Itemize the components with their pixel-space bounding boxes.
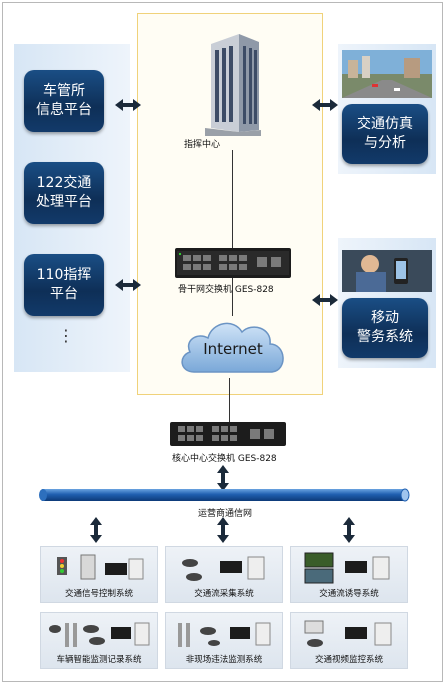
double-arrow-icon — [115, 99, 141, 111]
platform-110: 110指挥 平台 — [24, 254, 104, 316]
double-arrow-icon — [90, 517, 102, 543]
subsystem-label: 交通流诱导系统 — [319, 589, 379, 599]
backbone-switch-label: 骨干网交换机 GES-828 — [178, 285, 274, 295]
double-arrow-icon — [217, 517, 229, 543]
subsystem-nonsite-violation: 非现场违法监测系统 — [165, 612, 283, 669]
platform-122: 122交通 处理平台 — [24, 162, 104, 224]
subsystem-label: 交通视频监控系统 — [314, 655, 383, 665]
link-line — [232, 150, 233, 248]
subsystem-flow-guidance: 交通流诱导系统 — [290, 546, 408, 603]
mobile-police-photo — [342, 250, 432, 292]
building-icon — [205, 30, 261, 136]
platform-line2: 与分析 — [364, 135, 406, 151]
platform-line2: 处理平台 — [36, 194, 92, 210]
platform-line2: 警务系统 — [357, 329, 413, 345]
subsystem-label: 车辆智能监测记录系统 — [56, 655, 142, 665]
platform-line1: 122交通 — [36, 175, 92, 191]
more-platforms-ellipsis: ⋮ — [58, 326, 74, 345]
subsystem-flow-collection: 交通流采集系统 — [165, 546, 283, 603]
carrier-network-label: 运营商通信网 — [198, 509, 253, 519]
subsystem-label: 非现场违法监测系统 — [185, 655, 263, 665]
link-line — [232, 278, 233, 316]
subsystem-label: 交通信号控制系统 — [64, 589, 133, 599]
platform-line1: 110指挥 — [36, 267, 92, 283]
command-center-label: 指挥中心 — [184, 140, 221, 150]
device-group-icon — [182, 556, 265, 581]
device-group-icon — [178, 622, 271, 647]
device-group-icon — [57, 554, 144, 580]
core-switch-label: 核心中心交换机 GES-828 — [172, 454, 277, 464]
platform-line2: 信息平台 — [36, 102, 92, 118]
link-line — [229, 378, 230, 422]
diagram-frame — [2, 2, 443, 682]
platform-line1: 交通仿真 — [357, 116, 413, 132]
device-group-icon — [304, 552, 390, 584]
subsystem-video-surveillance: 交通视频监控系统 — [290, 612, 408, 669]
platform-mobile-police: 移动 警务系统 — [342, 298, 428, 358]
platform-traffic-simulation: 交通仿真 与分析 — [342, 104, 428, 164]
subsystem-label: 交通流采集系统 — [194, 589, 254, 599]
backbone-switch-icon — [175, 248, 291, 278]
double-arrow-icon — [115, 279, 141, 291]
traffic-sim-photo — [342, 50, 432, 98]
double-arrow-icon — [312, 294, 338, 306]
internet-cloud-icon: Internet — [176, 314, 290, 380]
platform-vehicle-admin: 车管所 信息平台 — [24, 70, 104, 132]
double-arrow-icon — [343, 517, 355, 543]
subsystem-vehicle-monitoring: 车辆智能监测记录系统 — [40, 612, 158, 669]
platform-line1: 车管所 — [43, 83, 85, 99]
double-arrow-icon — [312, 99, 338, 111]
subsystem-signal-control: 交通信号控制系统 — [40, 546, 158, 603]
platform-line2: 平台 — [50, 286, 78, 302]
platform-line1: 移动 — [371, 310, 399, 326]
carrier-network-pipe — [38, 487, 410, 503]
device-group-icon — [304, 620, 392, 647]
device-group-icon — [49, 622, 150, 647]
core-switch-icon — [170, 422, 286, 446]
internet-label: Internet — [203, 340, 263, 358]
